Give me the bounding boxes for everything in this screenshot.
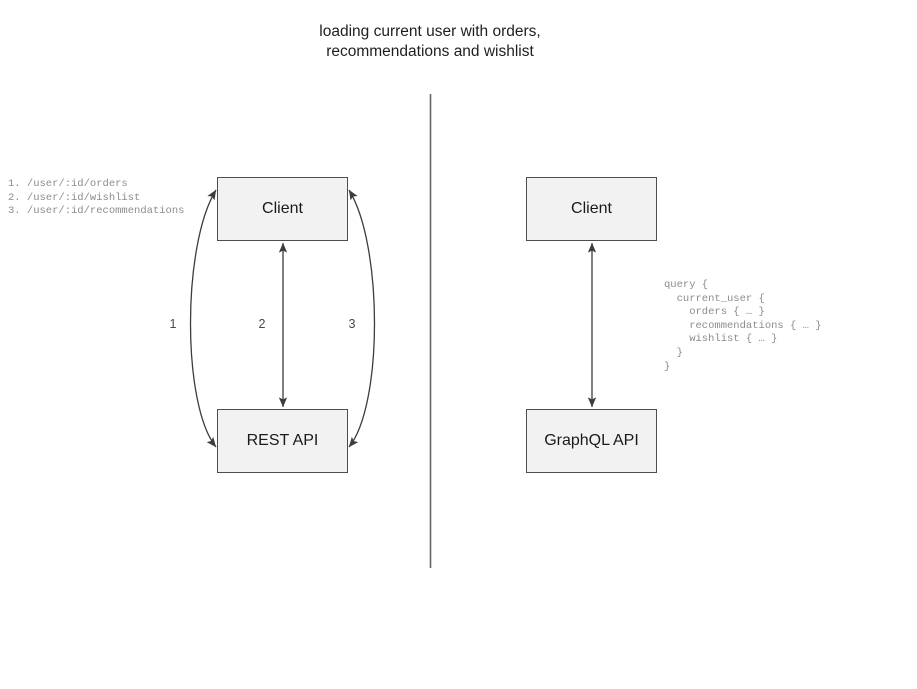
- node-client-graphql-label: Client: [571, 200, 612, 217]
- node-client-rest-label: Client: [262, 200, 303, 217]
- node-graphql-api[interactable]: GraphQL API: [526, 409, 657, 473]
- node-client-graphql[interactable]: Client: [526, 177, 657, 241]
- node-rest-api[interactable]: REST API: [217, 409, 348, 473]
- rest-endpoint-list: 1. /user/:id/orders 2. /user/:id/wishlis…: [8, 178, 185, 218]
- rest-edge-2-label: 2: [258, 317, 266, 331]
- rest-edge-3-label: 3: [348, 317, 356, 331]
- node-graphql-api-label: GraphQL API: [544, 432, 639, 449]
- rest-edge-1-label: 1: [169, 317, 177, 331]
- graphql-query-block: query { current_user { orders { … } reco…: [664, 279, 822, 373]
- diagram-title: loading current user with orders, recomm…: [319, 23, 541, 60]
- rest-edge-1-arrow: [189, 189, 217, 448]
- node-client-rest[interactable]: Client: [217, 177, 348, 241]
- node-rest-api-label: REST API: [246, 432, 319, 449]
